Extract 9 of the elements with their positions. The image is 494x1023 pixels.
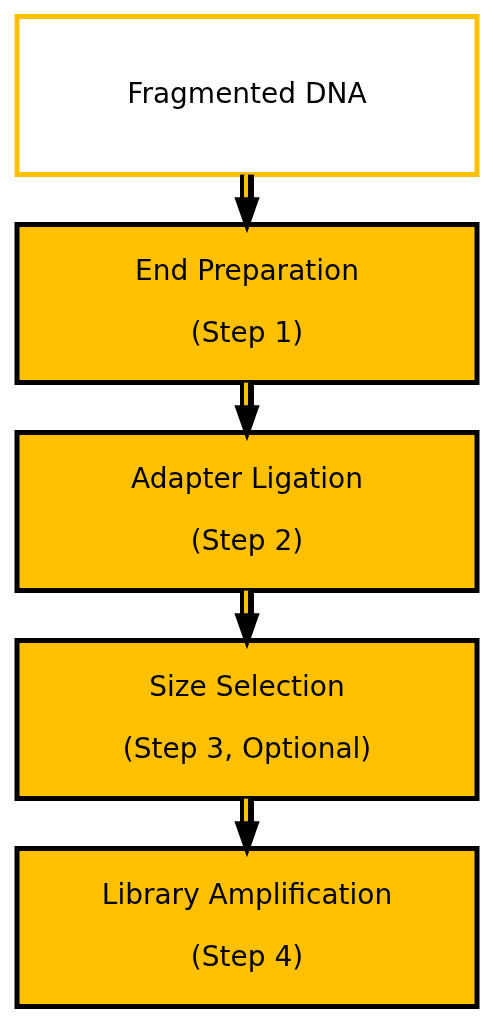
node-box: Fragmented DNA	[14, 14, 480, 177]
node-box: End Preparation (Step 1)	[14, 222, 480, 385]
arrow	[234, 798, 260, 858]
arrow	[234, 590, 260, 650]
arrow	[234, 174, 260, 234]
arrow	[234, 382, 260, 442]
node-box: Size Selection (Step 3, Optional)	[14, 638, 480, 801]
node-box: Adapter Ligation (Step 2)	[14, 430, 480, 593]
node-box: Library Amplification (Step 4)	[14, 846, 480, 1009]
